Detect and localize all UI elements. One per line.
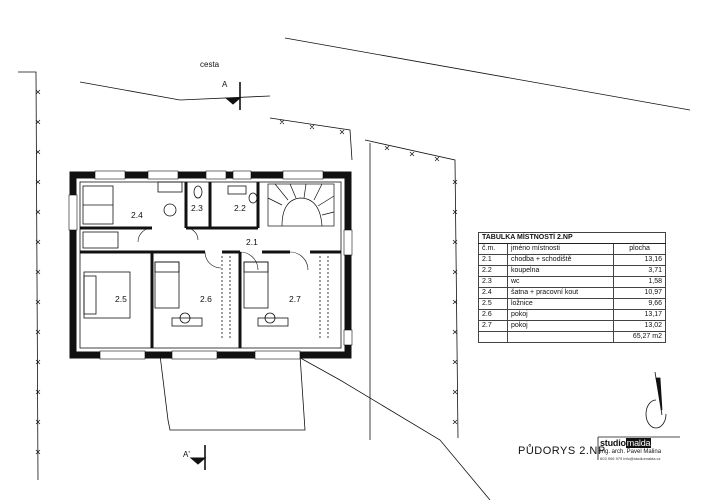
room-label-2-7: 2.7 (289, 294, 301, 304)
section-line (189, 82, 242, 470)
furniture (82, 181, 329, 340)
logo-brand-b: malda (625, 438, 652, 448)
site-boundary (18, 37, 691, 500)
logo-contact: 603 906 979 info@studiomalda.cz (600, 456, 661, 461)
room-label-2-1: 2.1 (246, 237, 258, 247)
section-mark-bottom: A' (183, 450, 190, 459)
table-title: TABULKA MÍSTNOSTÍ 2.NP (478, 232, 666, 244)
room-label-2-4: 2.4 (131, 210, 143, 220)
room-label-2-2: 2.2 (234, 203, 246, 213)
header-number: č.m. (478, 243, 508, 255)
north-arrow (645, 371, 667, 429)
table-header: č.m. jméno místnosti plocha (478, 243, 666, 255)
windows (68, 170, 353, 360)
room-label-2-3: 2.3 (191, 203, 203, 213)
logo-brand-a: studio (600, 438, 626, 448)
room-table: TABULKA MÍSTNOSTÍ 2.NP č.m. jméno místno… (478, 232, 666, 343)
door-swings (137, 227, 309, 271)
staircase (267, 183, 335, 227)
fence-marks (35, 89, 458, 455)
room-label-2-5: 2.5 (115, 294, 127, 304)
drawing-title: PŮDORYS 2.NP (518, 445, 606, 457)
section-mark-top: A (222, 80, 228, 89)
header-name: jméno místnosti (506, 243, 615, 255)
studio-logo: studiomalda Ing. arch. Pavel Malina 603 … (600, 438, 661, 461)
logo-author: Ing. arch. Pavel Malina (600, 449, 662, 455)
road-label: cesta (200, 60, 220, 69)
header-area: plocha (613, 243, 666, 255)
table-total-row: 65,27 m2 (478, 331, 666, 343)
interior-walls (80, 182, 341, 348)
table-total: 65,27 m2 (613, 331, 666, 343)
room-label-2-6: 2.6 (200, 294, 212, 304)
